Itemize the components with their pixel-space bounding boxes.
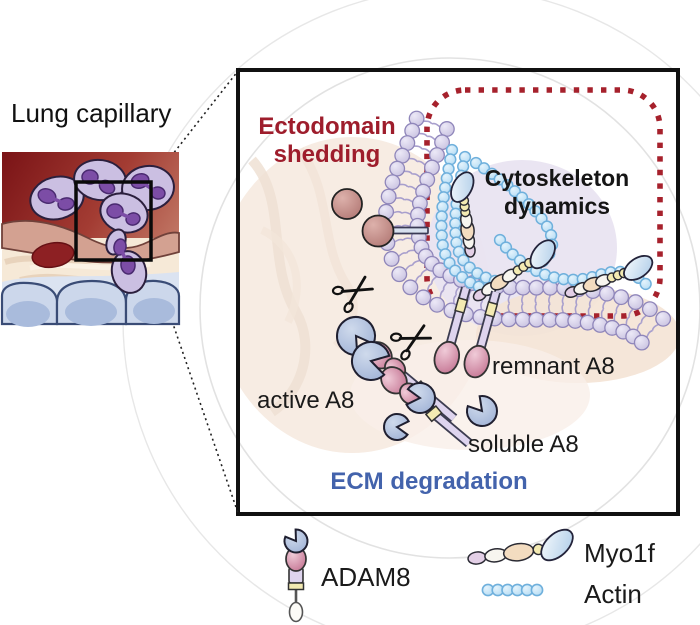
ectodomain-shedding-label-line1: Ectodomain: [258, 113, 395, 140]
remnant-a8-label: remnant A8: [492, 353, 615, 380]
zoom-selection-square: [74, 180, 153, 262]
legend-icons: [283, 528, 574, 623]
shed-ectodomain-spheres: [331, 188, 429, 248]
scissors-icon: [389, 324, 432, 361]
lung-capillary-panel: Lung capillary: [0, 98, 181, 327]
legend-myo1f-label: Myo1f: [584, 538, 656, 568]
lung-capillary-illustration: [0, 152, 181, 327]
soluble-a8-pacmen: [383, 382, 498, 441]
actin-legend-icon: [481, 583, 544, 597]
soluble-a8-label: soluble A8: [468, 431, 579, 458]
myo1f-molecule: [472, 239, 556, 302]
myo1f-legend-icon: [467, 528, 574, 565]
cytoskeleton-dynamics-label-line1: Cytoskeleton: [485, 165, 629, 191]
lung-capillary-title: Lung capillary: [11, 98, 171, 128]
legend: ADAM8 Myo1f Actin: [283, 528, 656, 623]
myo1f-molecule: [564, 254, 654, 299]
molecular-scene: [331, 110, 672, 448]
adam8-legend-icon: [283, 528, 309, 623]
cytoskeleton-dynamics-label-line2: dynamics: [504, 193, 610, 219]
active-a8-label: active A8: [257, 387, 354, 414]
legend-adam8-label: ADAM8: [321, 562, 411, 592]
ecm-degradation-label: ECM degradation: [330, 468, 527, 495]
inset-labels: Ectodomain shedding Cytoskeleton dynamic…: [257, 113, 629, 495]
legend-actin-label: Actin: [584, 579, 642, 609]
scissors-icon: [331, 275, 374, 314]
myo1f-molecule: [450, 171, 476, 258]
ectodomain-shedding-label-line2: shedding: [274, 141, 381, 168]
remnant-a8-molecule: [433, 286, 471, 375]
remnant-a8-molecule: [463, 290, 501, 379]
inset-box-frame: [236, 68, 680, 516]
